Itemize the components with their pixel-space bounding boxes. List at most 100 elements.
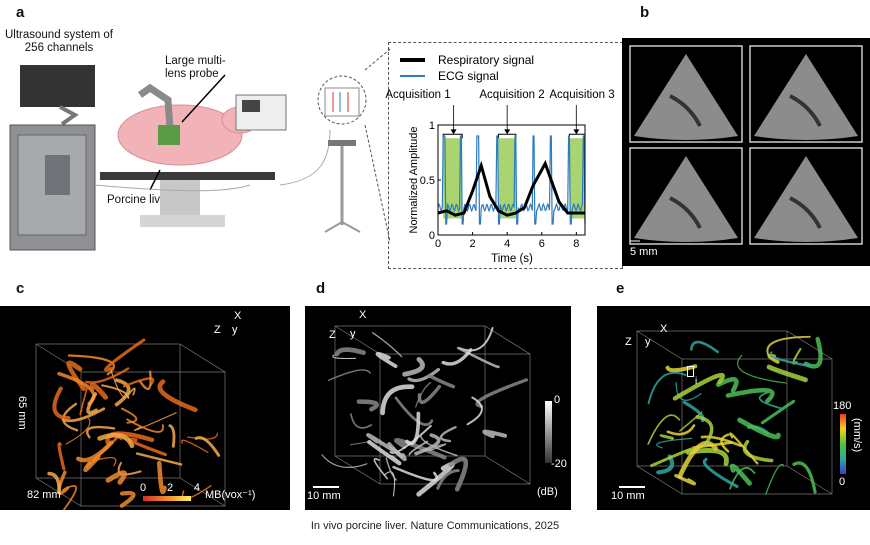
colorbar-tick: 0: [140, 482, 147, 494]
vessel: [321, 454, 368, 468]
colorbar-ticks: 0 2 4: [140, 482, 200, 494]
panel-label-a: a: [16, 4, 25, 21]
vessel: [135, 452, 183, 466]
acquisition-window: [443, 138, 463, 219]
vessel: [415, 381, 432, 408]
scale-bar-label: 10 mm: [307, 490, 341, 502]
axis-y-label: y: [645, 336, 651, 348]
colorbar: [545, 401, 552, 463]
y-tick-label: 0: [429, 230, 435, 242]
vessel: [650, 447, 693, 468]
ultrasound-sector: [754, 156, 858, 242]
colorbar-min: 0: [839, 476, 846, 488]
vessel: [482, 429, 508, 439]
vessel: [366, 433, 404, 458]
colorbar-tick: 2: [166, 482, 174, 494]
vessel: [792, 347, 802, 365]
probe-label: Large multi-lens probe: [165, 55, 226, 80]
axis-x-label: X: [359, 309, 367, 321]
vessel: [729, 432, 759, 465]
vessel: [766, 335, 811, 357]
vessel: [187, 432, 219, 440]
panel-label-d: d: [316, 280, 326, 297]
vessel: [456, 346, 500, 369]
vessel: [85, 367, 130, 384]
vessel: [742, 439, 774, 463]
vessel: [416, 461, 455, 497]
vessel: [765, 463, 785, 495]
system-monitor: [20, 65, 95, 107]
vessel: [690, 340, 719, 354]
vessel: [114, 378, 131, 407]
colorbar-unit: (mm/s): [851, 418, 863, 453]
acquisition-window: [498, 138, 516, 219]
vessel: [332, 354, 357, 359]
arrow-head: [504, 129, 511, 135]
vessel-shadow: [789, 196, 822, 229]
x-tick-label: 0: [435, 238, 441, 250]
vessel: [371, 331, 403, 358]
vessel: [76, 440, 114, 463]
vessel: [427, 373, 456, 389]
scale-bar-label-b: 5 mm: [630, 246, 658, 258]
scale-bar-label: 10 mm: [611, 490, 645, 502]
ultrasound-sector: [634, 54, 738, 140]
x-tick-label: 4: [504, 238, 510, 250]
vessel: [720, 433, 730, 453]
arrow-head: [573, 129, 580, 135]
scale-bar: [313, 486, 339, 488]
acquisition-window: [569, 138, 585, 219]
liver-label: Porcine liver: [107, 194, 171, 206]
vessel: [803, 336, 823, 369]
acquisition-label: Acquisition 2: [479, 89, 544, 101]
ultrasound-sector: [634, 156, 738, 242]
power-doppler-volume: X Z y 0 -20 (dB) 10 mm: [305, 306, 571, 510]
scale-bar: [619, 486, 645, 488]
vessel: [104, 338, 146, 372]
probe: [158, 125, 180, 145]
vessel: [157, 379, 198, 413]
vessel: [119, 490, 136, 508]
vessel: [441, 348, 473, 366]
vessel: [156, 460, 167, 495]
bounding-cube: [636, 330, 833, 495]
vessel: [327, 369, 371, 382]
vessel: [417, 384, 442, 404]
vessel: [729, 463, 752, 486]
vessel: [475, 378, 529, 409]
vessel: [715, 377, 739, 393]
vessel: [414, 433, 441, 456]
axis-y-label: y: [350, 328, 356, 340]
velocity-volume: X Z y i 180 (mm/s) 0 10 mm: [597, 306, 870, 510]
vessel: [792, 461, 817, 494]
display-cart: [328, 140, 356, 146]
vessel: [672, 372, 726, 401]
figure-caption: In vivo porcine liver. Nature Communicat…: [310, 520, 560, 532]
vessel: [674, 473, 697, 486]
vessel: [466, 396, 483, 426]
vessel: [408, 440, 429, 456]
vessel: [766, 364, 808, 383]
vessel: [458, 326, 494, 352]
vessel: [428, 443, 447, 452]
acquisition-bracket: [568, 133, 586, 139]
colorbar-max: 180: [833, 400, 852, 412]
vessel: [677, 440, 718, 479]
vessel: [120, 407, 138, 424]
axis-z-label: Z: [625, 336, 632, 348]
arrow-head: [450, 129, 457, 135]
vessel: [122, 377, 155, 388]
vessel: [647, 371, 687, 405]
vessel: [384, 471, 396, 497]
bounding-cube: [35, 343, 226, 507]
vessel: [394, 438, 447, 460]
vessel: [57, 442, 66, 471]
operating-table: [100, 172, 275, 180]
vessel: [702, 457, 739, 489]
vessel: [105, 470, 127, 485]
height-label: 65 mm: [16, 396, 28, 430]
depth-label: 82 mm: [27, 489, 61, 501]
vessel: [407, 367, 441, 383]
ultrasound-sector: [754, 54, 858, 140]
microbubble-density-volume: 65 mm 82 mm 0 2 4 MB(vox⁻¹) X Z y: [0, 306, 290, 519]
